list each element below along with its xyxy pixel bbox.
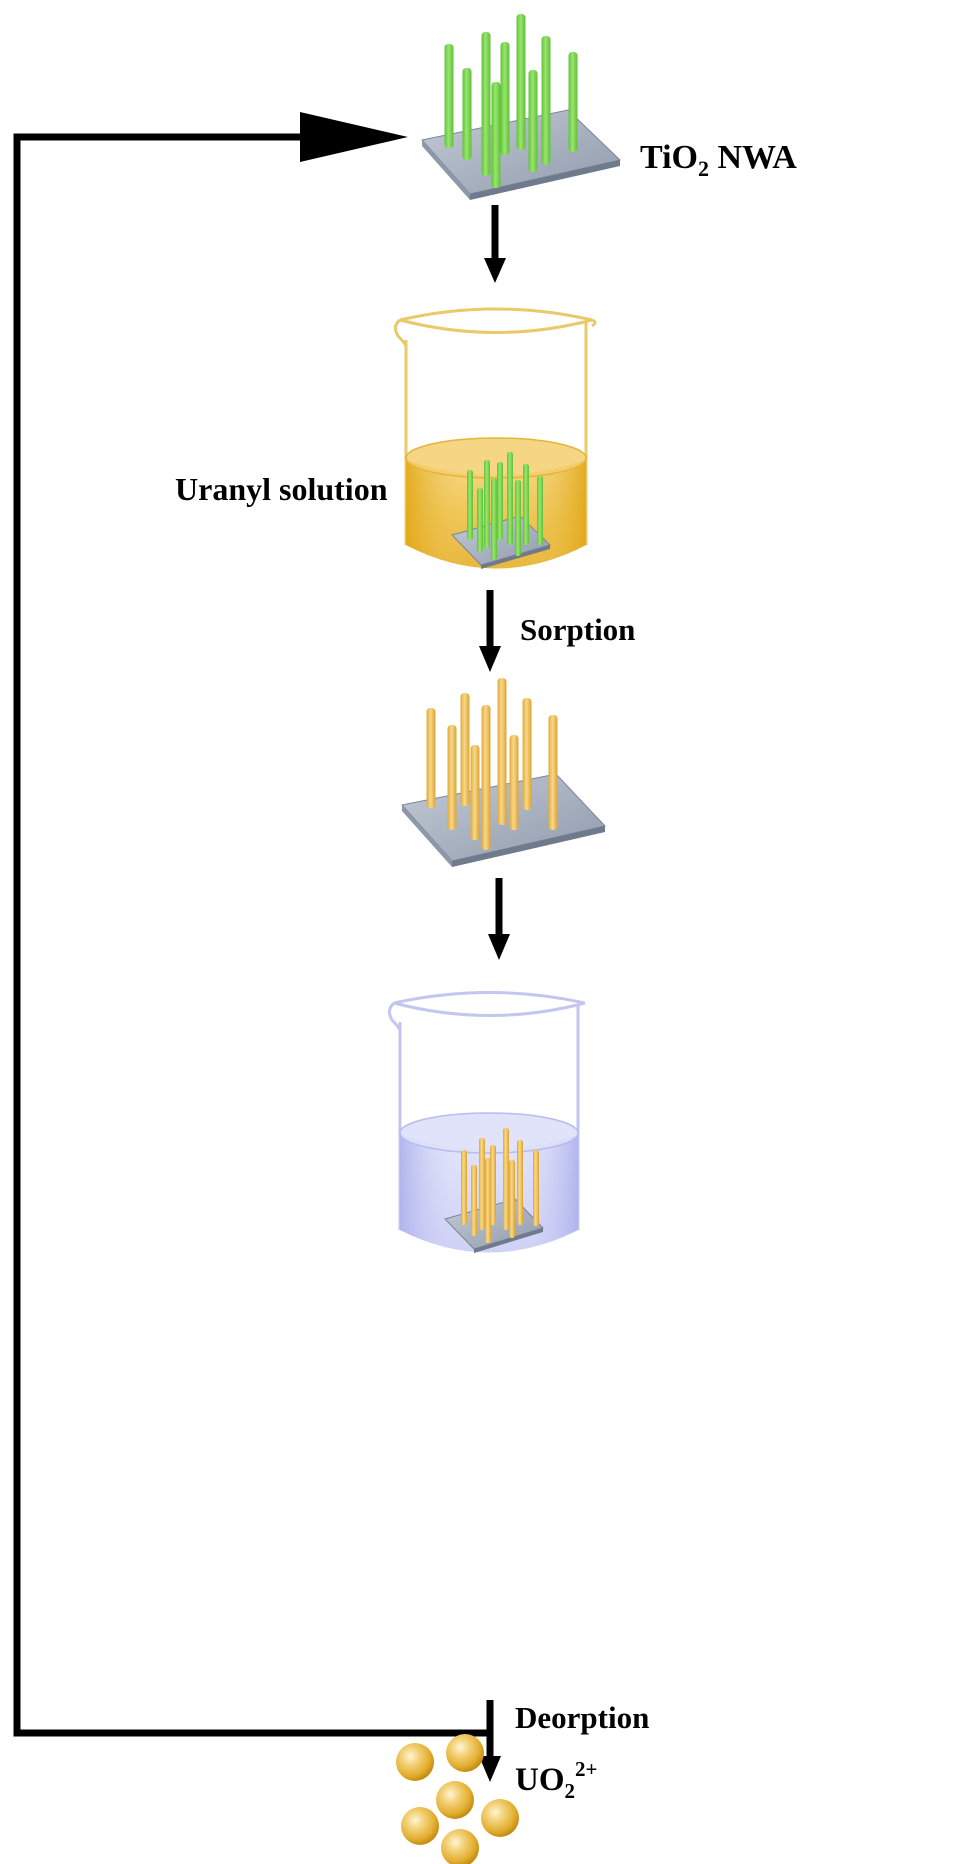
- nanorod: [467, 470, 473, 540]
- green-nanorods: [444, 14, 578, 188]
- uranyl-ion-sphere: [396, 1743, 434, 1781]
- nanorod: [426, 708, 436, 808]
- nanorod: [537, 476, 543, 545]
- nanorod: [462, 68, 472, 160]
- uranyl-ion-sphere: [436, 1781, 474, 1819]
- clear-liquid-surface: [400, 1113, 578, 1153]
- tio2-nanowire-array: [421, 14, 622, 200]
- immersed-gold-nanorods: [461, 1128, 539, 1243]
- arrow-sorption: [479, 590, 501, 672]
- gold-nanorods: [426, 678, 558, 850]
- nanorod: [470, 745, 480, 840]
- nanorod: [491, 478, 497, 560]
- nanorod: [517, 1140, 523, 1225]
- uranyl-ion-sphere: [481, 1799, 519, 1837]
- immersed-green-nanorods: [467, 452, 543, 560]
- nanorod: [516, 14, 526, 150]
- nanorod: [481, 705, 491, 850]
- loaded-nanowire-array: [401, 678, 606, 867]
- nanorod: [497, 462, 503, 540]
- nanorod: [477, 488, 483, 552]
- nanorod: [484, 460, 490, 548]
- uranyl-ion-sphere: [441, 1829, 479, 1864]
- nanorod: [507, 452, 513, 545]
- nanorod: [523, 464, 529, 545]
- nanorod: [485, 1158, 491, 1243]
- nanorod: [500, 42, 510, 155]
- uranyl-ion-spheres: [396, 1734, 519, 1864]
- nanorod: [460, 693, 470, 806]
- nanorod: [509, 1160, 515, 1238]
- arrow-3: [488, 878, 510, 960]
- nanorod: [515, 480, 521, 556]
- uranyl-ion-sphere: [401, 1807, 439, 1845]
- recycle-arrowhead: [300, 112, 408, 162]
- beaker-desorption: [387, 991, 586, 1253]
- nanorod: [497, 678, 507, 825]
- nanorod: [522, 698, 532, 810]
- label-tio2-nwa: TiO2 NWA: [640, 139, 797, 181]
- label-uo2-ion: UO22+: [515, 1757, 597, 1803]
- beaker-uranyl: [393, 307, 597, 569]
- uranyl-ion-sphere: [446, 1734, 484, 1772]
- nanorod: [548, 715, 558, 830]
- nanorod: [528, 70, 538, 172]
- nanorod: [491, 82, 501, 188]
- nanorod: [461, 1150, 467, 1225]
- nanorod: [490, 1145, 496, 1225]
- nanorod: [479, 1138, 485, 1230]
- nanorod: [503, 1128, 509, 1230]
- nanorod: [444, 44, 454, 148]
- arrow-desorption: [479, 1700, 501, 1782]
- label-desorption: Deorption: [515, 1700, 649, 1735]
- uranyl-liquid-surface: [406, 438, 586, 478]
- label-uranyl-solution: Uranyl solution: [175, 471, 388, 507]
- nanorod: [509, 735, 519, 830]
- nanorod: [568, 52, 578, 152]
- nanorod: [447, 725, 457, 830]
- nanorod: [533, 1150, 539, 1226]
- nanorod: [541, 36, 551, 165]
- nanorod: [481, 32, 491, 176]
- label-sorption: Sorption: [520, 612, 635, 647]
- nanorod: [471, 1165, 477, 1236]
- arrow-1: [484, 205, 506, 283]
- recycle-loop-line: [13, 112, 490, 1737]
